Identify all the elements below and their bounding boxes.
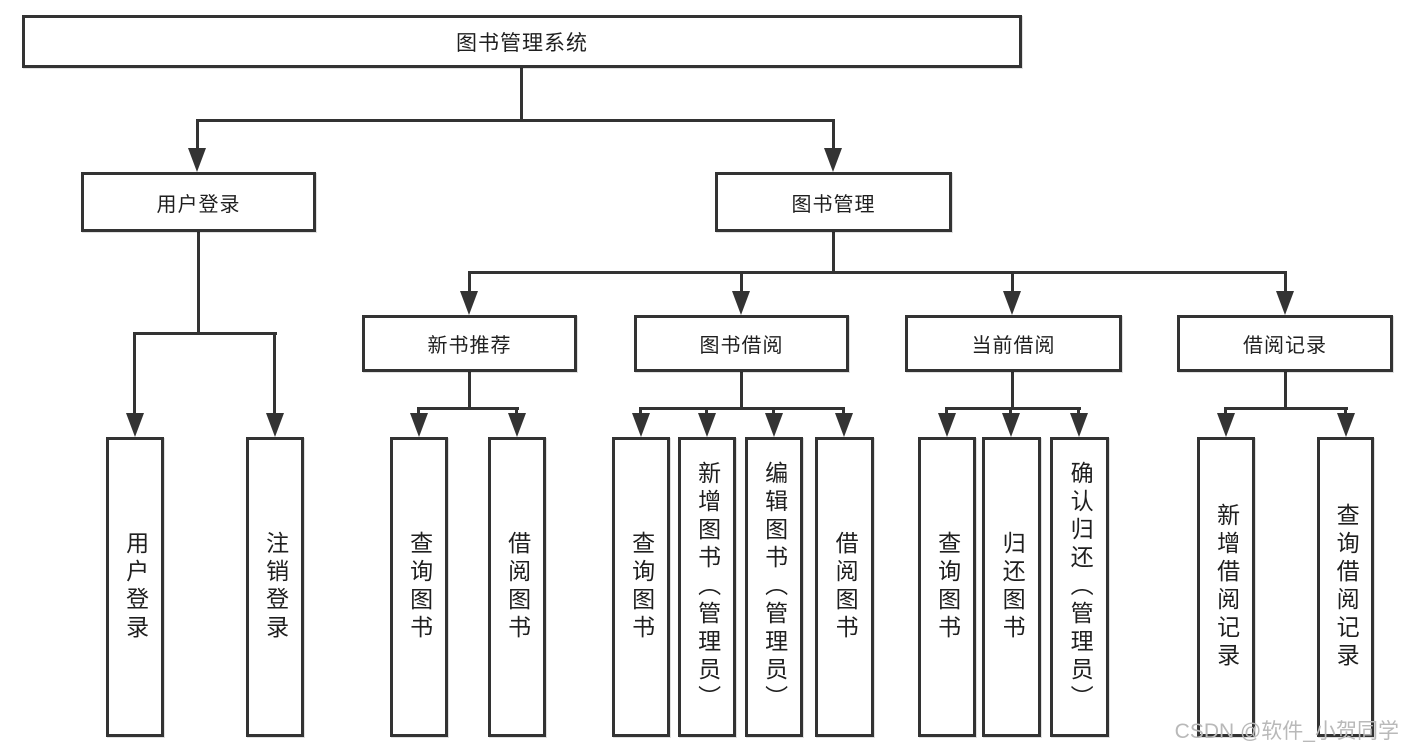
node-label: 新增借阅记录 [1213, 503, 1240, 671]
node-book-management: 图书管理 [715, 172, 952, 232]
connector-line [1077, 407, 1080, 416]
connector-line [832, 232, 835, 274]
csdn-watermark: CSDN @软件_小贺同学 [1174, 720, 1399, 743]
connector-line [832, 119, 835, 150]
connector-line [133, 332, 277, 335]
node-label: 借阅图书 [504, 531, 531, 643]
node-label: 借阅记录 [1243, 335, 1327, 357]
node-leaf-query-books-current: 查询图书 [918, 437, 976, 737]
connector-arrowhead [1337, 413, 1355, 437]
node-label: 编辑图书（管理员） [761, 461, 788, 713]
connector-line [196, 119, 835, 122]
node-label: 用户登录 [122, 531, 149, 643]
connector-arrowhead [1002, 413, 1020, 437]
node-leaf-query-borrow-record: 查询借阅记录 [1317, 437, 1374, 737]
connector-line [772, 407, 775, 416]
node-leaf-logout: 注销登录 [246, 437, 304, 737]
connector-line [520, 68, 523, 121]
node-label: 查询图书 [628, 531, 655, 643]
connector-arrowhead [765, 413, 783, 437]
connector-line [468, 271, 1287, 274]
node-new-book-recommend: 新书推荐 [362, 315, 577, 372]
connector-line [1009, 407, 1012, 416]
connector-line [1224, 407, 1227, 416]
node-leaf-borrow-books-recommend: 借阅图书 [488, 437, 546, 737]
connector-line [133, 332, 136, 415]
connector-line [1224, 407, 1348, 410]
connector-arrowhead [732, 291, 750, 315]
connector-line [639, 407, 642, 416]
node-label: 用户登录 [156, 193, 241, 216]
connector-arrowhead [632, 413, 650, 437]
connector-line [468, 372, 471, 410]
connector-line [417, 407, 420, 416]
connector-arrowhead [1276, 291, 1294, 315]
node-label: 查询图书 [406, 531, 433, 643]
connector-line [515, 407, 518, 416]
connector-arrowhead [1003, 291, 1021, 315]
node-label: 新书推荐 [427, 335, 512, 357]
node-root-system: 图书管理系统 [22, 15, 1022, 68]
node-leaf-user-login: 用户登录 [106, 437, 164, 737]
node-label: 图书管理系统 [456, 31, 588, 55]
node-current-borrowing: 当前借阅 [905, 315, 1122, 372]
node-leaf-query-books-borrow: 查询图书 [612, 437, 670, 737]
node-label: 查询借阅记录 [1333, 503, 1360, 671]
node-leaf-add-book-admin: 新增图书（管理员） [678, 437, 736, 737]
connector-arrowhead [266, 413, 284, 437]
connector-arrowhead [188, 148, 206, 172]
connector-arrowhead [460, 291, 478, 315]
connector-line [945, 407, 948, 416]
connector-line [945, 407, 1081, 410]
node-label: 图书借阅 [699, 335, 784, 357]
connector-line [468, 271, 471, 293]
node-label: 当前借阅 [971, 335, 1056, 357]
node-borrow-records: 借阅记录 [1177, 315, 1393, 372]
node-label: 新增图书（管理员） [694, 461, 721, 713]
node-leaf-confirm-return-admin: 确认归还（管理员） [1050, 437, 1109, 737]
node-label: 查询图书 [934, 531, 961, 643]
connector-arrowhead [1217, 413, 1235, 437]
node-label: 注销登录 [262, 531, 289, 643]
connector-line [417, 407, 519, 410]
connector-line [740, 271, 743, 293]
connector-line [273, 332, 276, 415]
connector-arrowhead [508, 413, 526, 437]
connector-line [1011, 372, 1014, 410]
connector-line [197, 232, 200, 335]
node-label: 确认归还（管理员） [1067, 461, 1094, 713]
connector-line [1344, 407, 1347, 416]
connector-arrowhead [835, 413, 853, 437]
connector-arrowhead [698, 413, 716, 437]
connector-arrowhead [1070, 413, 1088, 437]
connector-line [1011, 271, 1014, 293]
node-leaf-query-books-recommend: 查询图书 [390, 437, 448, 737]
connector-arrowhead [938, 413, 956, 437]
node-leaf-borrow-books: 借阅图书 [815, 437, 874, 737]
connector-arrowhead [126, 413, 144, 437]
connector-line [705, 407, 708, 416]
connector-line [196, 119, 199, 150]
node-user-login: 用户登录 [81, 172, 316, 232]
node-label: 归还图书 [999, 531, 1026, 643]
connector-line [1284, 372, 1287, 410]
node-leaf-edit-book-admin: 编辑图书（管理员） [745, 437, 803, 737]
node-leaf-return-book: 归还图书 [982, 437, 1041, 737]
connector-line [639, 407, 845, 410]
connector-line [740, 372, 743, 410]
connector-line [1284, 271, 1287, 293]
connector-line [842, 407, 845, 416]
connector-arrowhead [824, 148, 842, 172]
node-leaf-add-borrow-record: 新增借阅记录 [1197, 437, 1255, 737]
node-label: 图书管理 [791, 193, 876, 216]
connector-arrowhead [410, 413, 428, 437]
node-book-borrowing: 图书借阅 [634, 315, 849, 372]
node-label: 借阅图书 [832, 531, 859, 643]
